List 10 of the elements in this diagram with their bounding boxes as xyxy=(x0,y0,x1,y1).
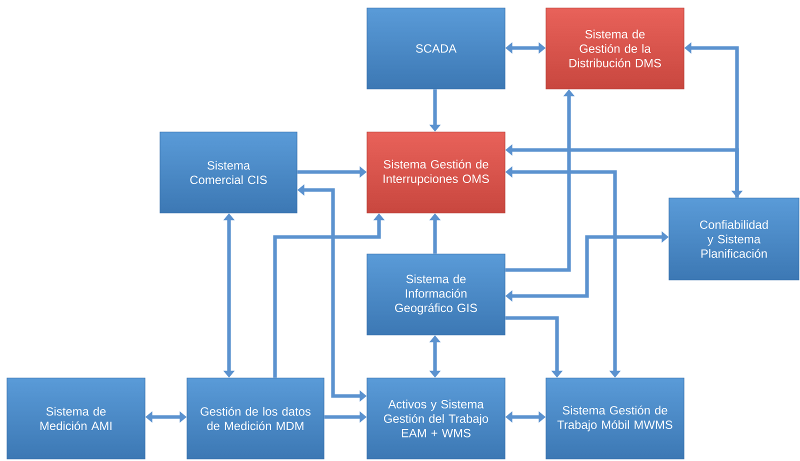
system-box: Sistema de Gestión de la Distribución DMS xyxy=(546,8,684,90)
system-box: Sistema Gestión de Trabajo Móbil MWMS xyxy=(546,378,684,460)
system-box: SCADA xyxy=(366,8,506,90)
system-box: Gestión de los datos de Medición MDM xyxy=(186,378,324,460)
system-box: Sistema Comercial CIS xyxy=(160,132,298,214)
system-box: Sistema Gestión de Interrupciones OMS xyxy=(366,132,506,214)
system-box: Sistema de Información Geográfico GIS xyxy=(366,254,506,336)
system-box: Activos y Sistema Gestión del Trabajo EAM + WMS xyxy=(366,378,506,460)
system-box: Confiabilidad y Sistema Planificación xyxy=(668,198,800,280)
system-box: Sistema de Medición AMI xyxy=(6,378,146,460)
